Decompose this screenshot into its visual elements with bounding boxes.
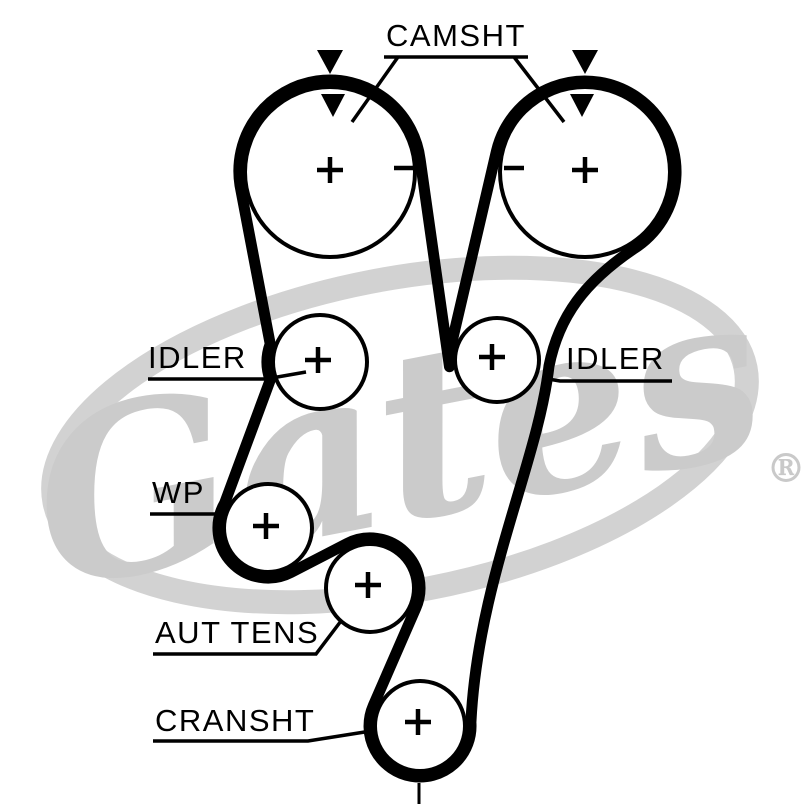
label-line-water-pump [150,510,228,516]
labels: CAMSHT IDLER IDLER WP AUT TENS CRANSHT [148,18,665,738]
timing-arrow-outer-left-icon [317,50,343,74]
timing-arrow-inner-right-icon [570,94,594,117]
plus-mark-auto-tensioner [355,572,381,598]
label-line-idler-left [148,370,307,381]
label-tensioner: AUT TENS [155,615,319,650]
label-crankshaft: CRANSHT [155,703,315,738]
label-line-idler-right [541,376,672,383]
center-marks [253,157,598,735]
label-idler-left: IDLER [148,340,247,375]
timing-arrow-outer-right-icon [572,50,598,74]
label-line-tensioner [153,619,343,656]
label-line-camshaft [350,55,566,124]
label-line-crankshaft [153,729,372,743]
label-lines [148,55,672,743]
plus-mark-crankshaft [405,709,431,735]
watermark-ellipse [41,255,759,615]
watermark-registered-icon: ® [766,445,805,492]
plus-mark-camshaft-right [572,157,598,183]
plus-mark-camshaft-left [317,157,343,183]
label-water-pump: WP [152,475,205,510]
timing-arrows [317,50,598,117]
timing-belt [212,74,682,783]
timing-arrow-inner-left-icon [321,94,345,117]
plus-mark-idler-right [479,344,505,370]
label-idler-right: IDLER [566,341,665,376]
pulley-idler-right [453,316,541,404]
label-camshaft: CAMSHT [386,18,526,53]
plus-mark-idler-left [305,347,331,373]
plus-mark-water-pump [253,513,279,539]
